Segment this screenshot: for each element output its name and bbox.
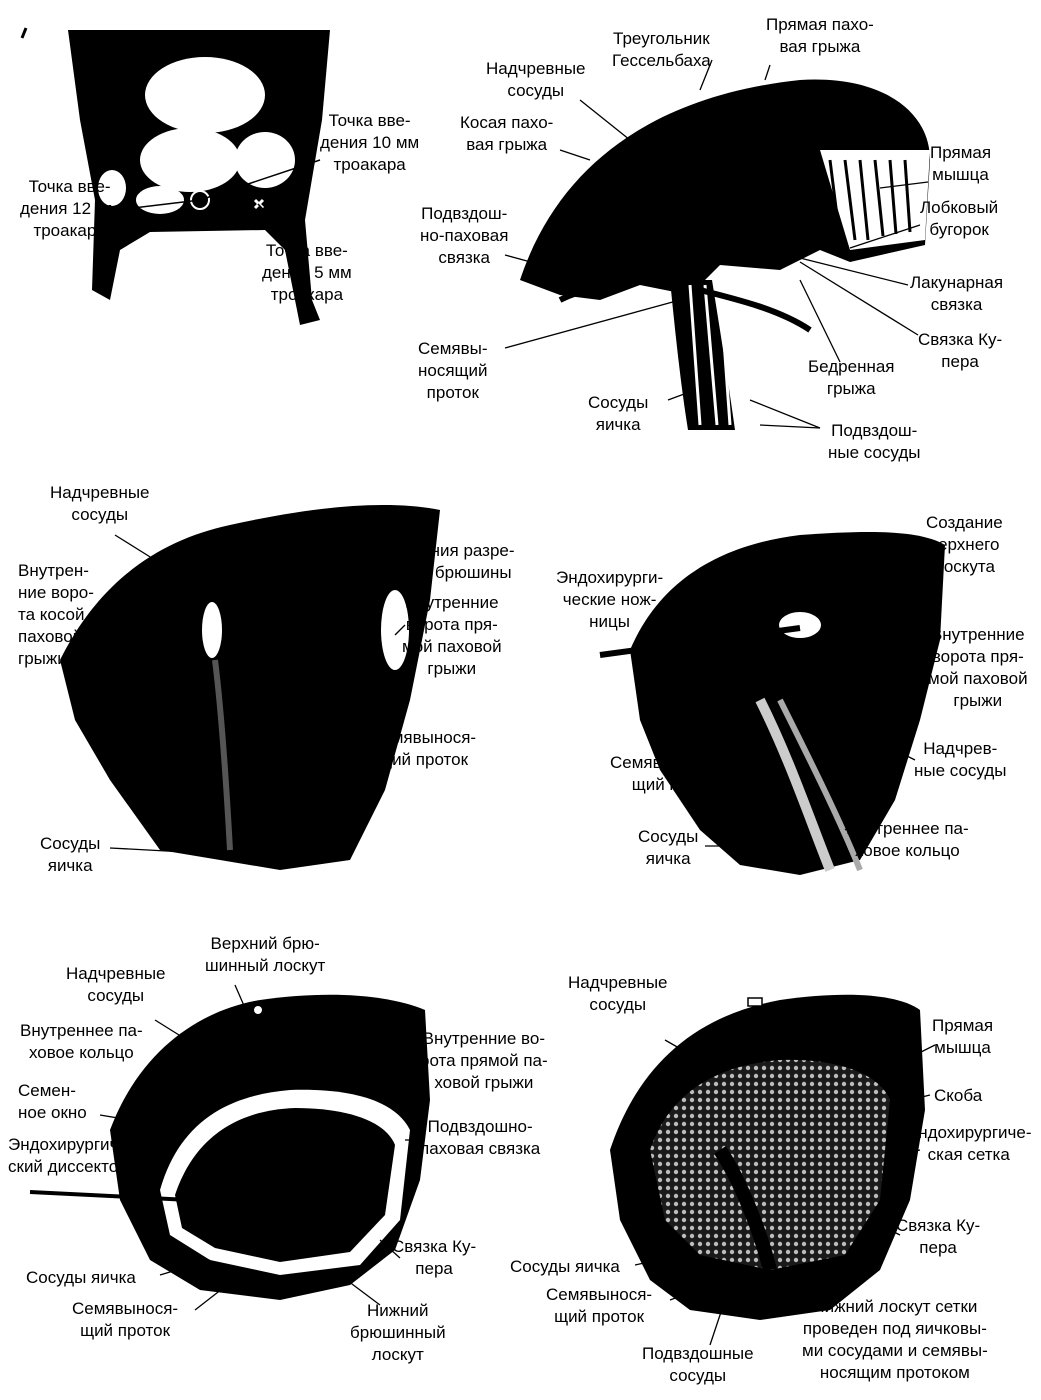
label-cooper-ligament: Связка Ку-пера [918, 329, 1002, 373]
label-direct-inguinal-hernia: Прямая пахо-вая грыжа [766, 14, 874, 58]
label-epigastric-vessels: Надчрев-ные сосуды [914, 738, 1007, 782]
label-vas-deferens: Семявынося-щий проток [370, 727, 476, 771]
mesh-placement-illustration [610, 995, 935, 1345]
label-internal-inguinal-ring: Внутреннее па-ховое кольцо [20, 1020, 143, 1064]
label-vas-deferens: Семявынося-щий проток [546, 1284, 652, 1328]
label-iliopubic-tract: Подвздошно-паховая связка [420, 1116, 540, 1160]
label-indirect-inguinal-hernia: Косая пахо-вая грыжа [460, 112, 553, 156]
label-direct-hernia-internal-ring: Внутренние во-рота прямой па-ховой грыжи [420, 1028, 548, 1094]
peritoneal-view-illustration [60, 505, 440, 870]
label-cooper-ligament: Связка Ку-пера [896, 1215, 980, 1259]
label-testicular-vessels: Сосуды яичка [26, 1267, 136, 1289]
label-endosurgical-dissector: Эндохирургиче-ский диссектор [8, 1134, 133, 1178]
label-internal-inguinal-ring: Внутреннее па-ховое кольцо [846, 818, 969, 862]
label-peritoneal-incision-line: Линия разре-за брюшины [410, 540, 515, 584]
label-staple: Скоба [934, 1085, 982, 1107]
label-cooper-ligament: Связка Ку-пера [392, 1236, 476, 1280]
label-endosurgical-mesh: Эндохирургиче-ская сетка [906, 1122, 1031, 1166]
label-iliac-vessels: Подвздош-ные сосуды [828, 420, 921, 464]
label-vas-deferens: Семявынося-щий проток [72, 1298, 178, 1342]
label-testicular-vessels: Сосуды яичка [510, 1256, 620, 1278]
label-upper-peritoneal-flap: Верхний брю-шинный лоскут [205, 933, 325, 977]
label-endosurgical-scissors: Эндохирурги-ческие нож-ницы [556, 567, 663, 633]
label-seminal-window: Семен-ное окно [18, 1080, 87, 1124]
